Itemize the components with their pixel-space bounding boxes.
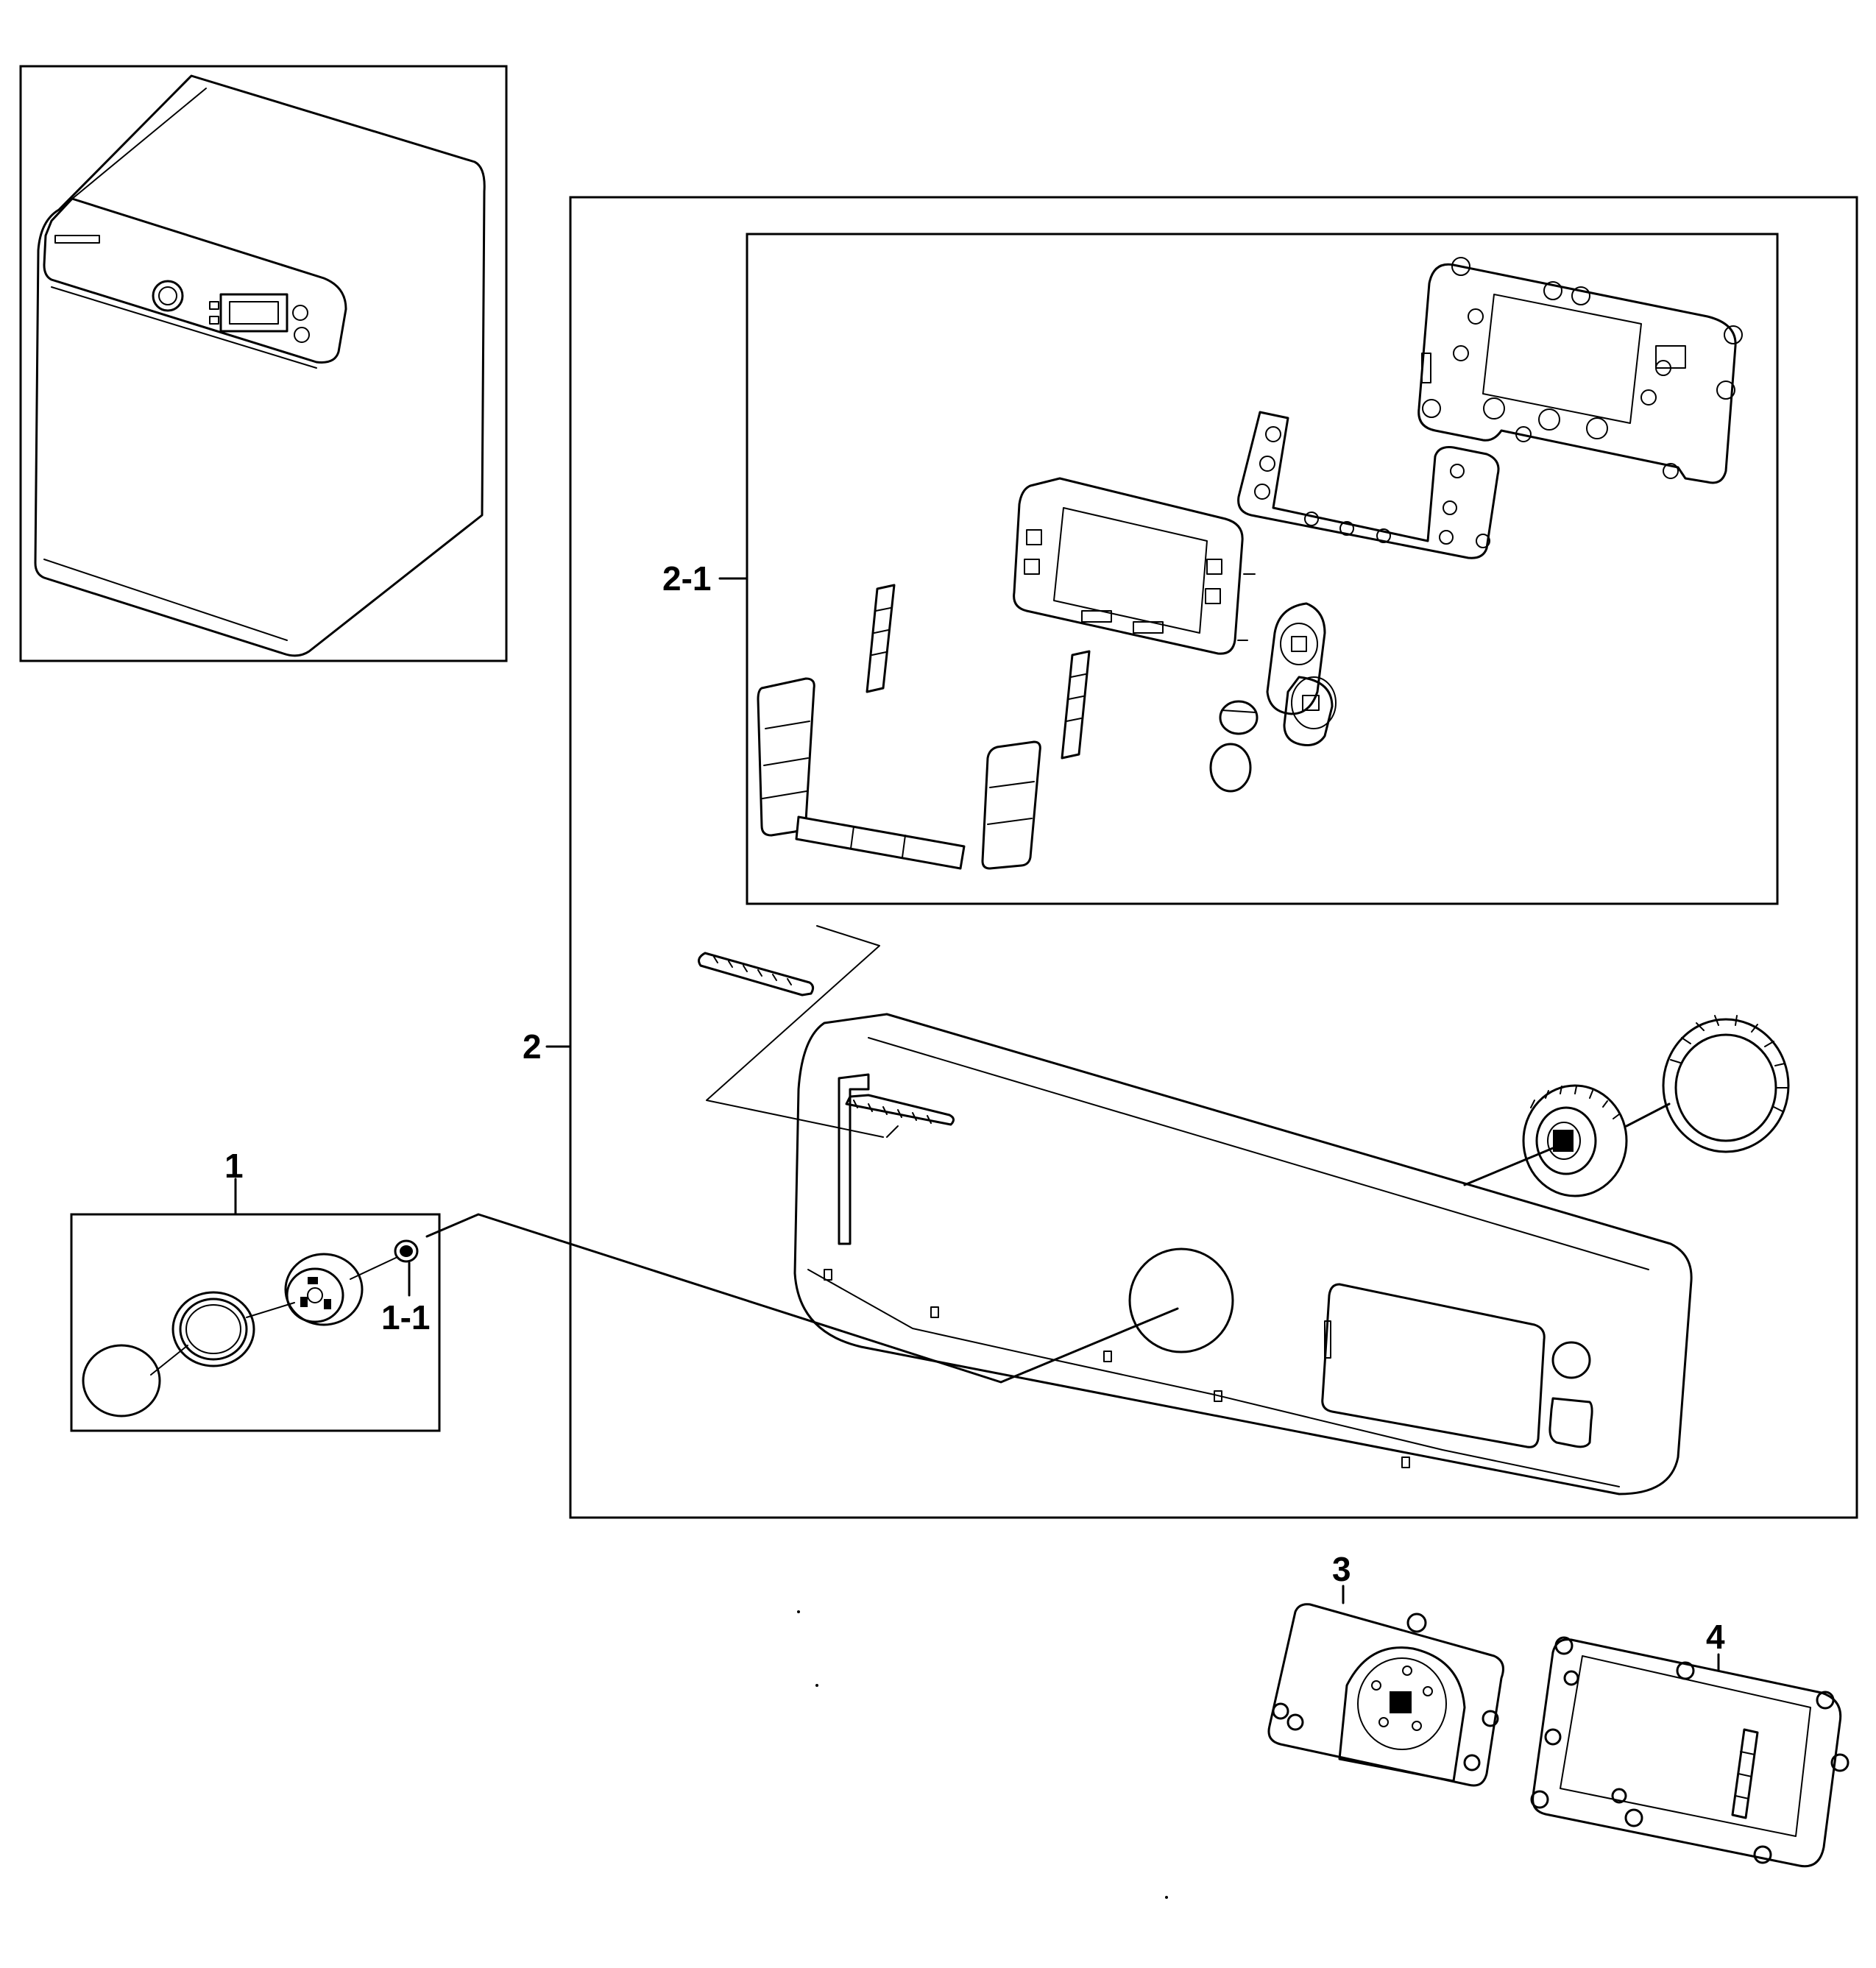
dial-encoder	[1463, 1084, 1628, 1197]
button-bracket	[1237, 411, 1500, 559]
round-button-lower	[1209, 743, 1252, 793]
button-strip-middle	[1061, 650, 1091, 760]
part-1-assembly: 1 1-1	[70, 1147, 1179, 1432]
part-2-assembly: 2 2-1	[523, 196, 1858, 1519]
part-3-pcb-main: 3	[1267, 1550, 1504, 1787]
callout-1: 1	[224, 1147, 244, 1185]
round-button-upper	[1219, 700, 1259, 735]
callout-2: 2	[523, 1027, 542, 1066]
knob-body	[284, 1253, 364, 1326]
round-button-holder	[1266, 602, 1337, 746]
washer-illustration	[34, 74, 486, 657]
display-holder	[1013, 477, 1256, 655]
callout-3: 3	[1332, 1550, 1351, 1588]
knob-ring	[171, 1291, 255, 1367]
part-2-1-assembly: 2-1	[662, 233, 1779, 905]
knob-cap	[82, 1344, 161, 1417]
button-cap-left	[757, 677, 815, 837]
knob-shaft-insert	[394, 1239, 419, 1263]
appliance-overview-panel	[19, 65, 508, 662]
button-strip-left	[866, 584, 896, 693]
dial-encoder-ring	[1625, 1015, 1790, 1153]
pcb-holder-frame	[1417, 257, 1743, 484]
callout-4: 4	[1706, 1618, 1725, 1656]
button-cap-right	[981, 740, 1041, 870]
callout-2-1: 2-1	[662, 559, 711, 598]
control-panel-housing	[793, 1013, 1693, 1496]
part-4-pcb-display: 4	[1530, 1618, 1850, 1868]
callout-1-1: 1-1	[381, 1298, 430, 1337]
button-cap-bottom	[795, 815, 966, 870]
decal-parallelogram	[698, 925, 884, 1138]
